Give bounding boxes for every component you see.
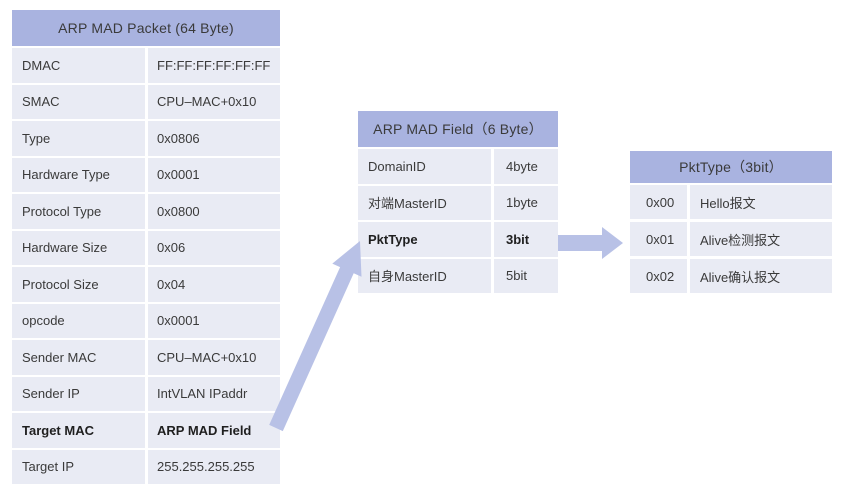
row-label: 0x01 (630, 222, 687, 256)
row-value: ARP MAD Field (148, 413, 280, 448)
row-label: Target MAC (12, 413, 145, 448)
row-label: Protocol Type (12, 194, 145, 229)
row-value: 0x04 (148, 267, 280, 302)
table-row: Protocol Size 0x04 (12, 267, 280, 302)
row-value: IntVLAN IPaddr (148, 376, 280, 411)
row-label: 0x00 (630, 185, 687, 219)
row-label: Hardware Type (12, 157, 145, 192)
row-label: Hardware Size (12, 230, 145, 265)
table-row: 对端MasterID 1byte (358, 185, 558, 220)
row-value: Alive确认报文 (690, 259, 832, 293)
field-table-title: ARP MAD Field（6 Byte） (358, 111, 558, 147)
row-label: 自身MasterID (358, 258, 491, 293)
table-row: Hardware Size 0x06 (12, 230, 280, 265)
row-value: Alive检测报文 (690, 222, 832, 256)
row-value: CPU–MAC+0x10 (148, 84, 280, 119)
arp-mad-field-table: ARP MAD Field（6 Byte） DomainID 4byte 对端M… (358, 111, 558, 295)
row-label: SMAC (12, 84, 145, 119)
row-value: 3bit (494, 222, 558, 257)
table-row: Type 0x0806 (12, 121, 280, 156)
row-label: DomainID (358, 149, 491, 184)
table-row: 0x00 Hello报文 (630, 185, 832, 219)
arp-mad-packet-table: ARP MAD Packet (64 Byte) DMAC FF:FF:FF:F… (12, 10, 280, 486)
table-row: Protocol Type 0x0800 (12, 194, 280, 229)
row-label: opcode (12, 303, 145, 338)
pkttype-table: PktType（3bit） 0x00 Hello报文 0x01 Alive检测报… (630, 151, 832, 296)
row-value: 5bit (494, 258, 558, 293)
row-value: 0x0001 (148, 157, 280, 192)
row-label: Sender MAC (12, 340, 145, 375)
row-label: Target IP (12, 449, 145, 484)
row-value: Hello报文 (690, 185, 832, 219)
row-value: 255.255.255.255 (148, 449, 280, 484)
row-label: Type (12, 121, 145, 156)
row-value: FF:FF:FF:FF:FF:FF (148, 48, 280, 83)
table-row: Target IP 255.255.255.255 (12, 449, 280, 484)
row-value: 0x06 (148, 230, 280, 265)
table-row: 自身MasterID 5bit (358, 258, 558, 293)
table-row-pkttype: PktType 3bit (358, 222, 558, 257)
row-value: 0x0806 (148, 121, 280, 156)
table-row: DMAC FF:FF:FF:FF:FF:FF (12, 48, 280, 83)
row-label: Protocol Size (12, 267, 145, 302)
pkttype-table-title: PktType（3bit） (630, 151, 832, 183)
row-value: CPU–MAC+0x10 (148, 340, 280, 375)
row-value: 0x0800 (148, 194, 280, 229)
row-label: DMAC (12, 48, 145, 83)
table-row: opcode 0x0001 (12, 303, 280, 338)
packet-to-field-arrow-icon (269, 241, 362, 432)
table-row: 0x01 Alive检测报文 (630, 222, 832, 256)
field-to-pkttype-arrow-icon (558, 227, 623, 259)
table-row-target-mac: Target MAC ARP MAD Field (12, 413, 280, 448)
table-row: Sender MAC CPU–MAC+0x10 (12, 340, 280, 375)
row-label: Sender IP (12, 376, 145, 411)
row-value: 0x0001 (148, 303, 280, 338)
table-row: Hardware Type 0x0001 (12, 157, 280, 192)
row-label: 0x02 (630, 259, 687, 293)
table-row: DomainID 4byte (358, 149, 558, 184)
table-row: 0x02 Alive确认报文 (630, 259, 832, 293)
row-value: 1byte (494, 185, 558, 220)
row-label: 对端MasterID (358, 185, 491, 220)
row-label: PktType (358, 222, 491, 257)
row-value: 4byte (494, 149, 558, 184)
table-row: Sender IP IntVLAN IPaddr (12, 376, 280, 411)
table-row: SMAC CPU–MAC+0x10 (12, 84, 280, 119)
packet-table-title: ARP MAD Packet (64 Byte) (12, 10, 280, 46)
